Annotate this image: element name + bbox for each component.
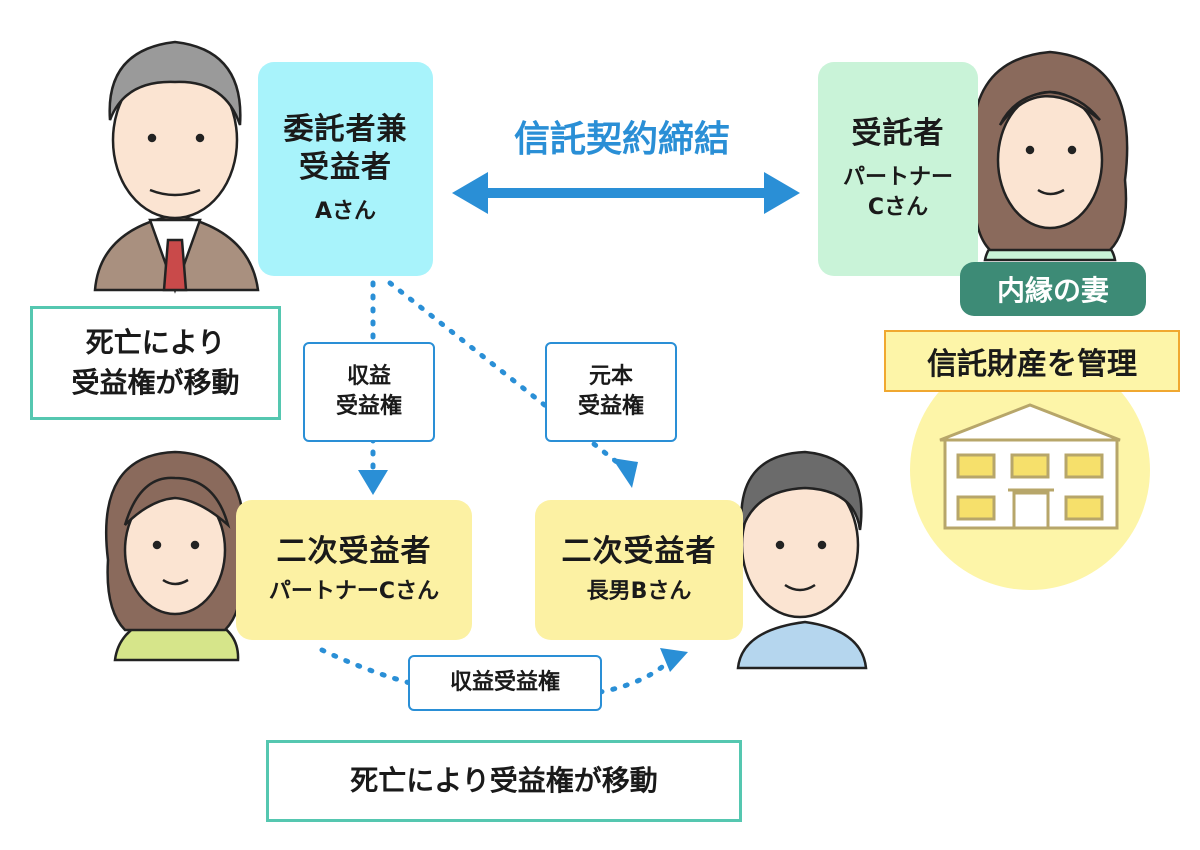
- manage-property-label: 信託財産を管理: [884, 330, 1180, 392]
- principal-arrowhead: [612, 458, 638, 488]
- settlor-name: Aさん: [314, 199, 377, 224]
- trustee-role: 受託者: [851, 116, 945, 151]
- income-arrowhead: [358, 470, 388, 495]
- bottom-flow-line: [319, 647, 673, 702]
- trustee-name-line2: Cさん: [867, 195, 929, 220]
- secondary-right-name: 長男Bさん: [586, 579, 692, 604]
- transfer-note-left-line2: 受益権が移動: [71, 366, 240, 399]
- principal-right-tag-line2: 受益権: [577, 394, 644, 419]
- secondary-beneficiary-right-box: 二次受益者 長男Bさん: [535, 500, 743, 640]
- secondary-beneficiary-left-box: 二次受益者 パートナーCさん: [236, 500, 472, 640]
- income-right-tag-line2: 受益権: [335, 394, 402, 419]
- trustee-box: 受託者 パートナー Cさん: [818, 62, 978, 276]
- transfer-note-bottom: 死亡により受益権が移動: [266, 740, 742, 822]
- principal-flow-line: [387, 280, 621, 466]
- contract-arrow: [452, 172, 800, 214]
- income-right-bottom-tag: 収益受益権: [408, 655, 602, 711]
- settlor-role-line1: 委託者兼: [283, 112, 408, 147]
- partner-avatar: [104, 450, 246, 662]
- transfer-note-left: 死亡により 受益権が移動: [30, 306, 281, 420]
- common-law-wife-badge: 内縁の妻: [960, 262, 1146, 316]
- bottom-arrowhead: [660, 648, 688, 672]
- secondary-left-role: 二次受益者: [276, 534, 432, 569]
- income-right-tag: 収益 受益権: [303, 342, 435, 442]
- principal-right-tag-line1: 元本: [588, 364, 633, 389]
- secondary-left-name: パートナーCさん: [268, 579, 440, 604]
- contract-label: 信託契約締結: [513, 119, 730, 160]
- trustee-name-line1: パートナー: [842, 165, 953, 190]
- principal-right-tag: 元本 受益権: [545, 342, 677, 442]
- house-icon: [939, 403, 1121, 530]
- settlor-role-line2: 受益者: [299, 150, 392, 185]
- son-avatar: [736, 450, 868, 670]
- settlor-avatar: [93, 40, 260, 294]
- trustee-avatar: [971, 50, 1129, 262]
- transfer-note-left-line1: 死亡により: [85, 326, 226, 359]
- secondary-right-role: 二次受益者: [561, 534, 717, 569]
- settlor-box: 委託者兼 受益者 Aさん: [258, 62, 433, 276]
- income-right-tag-line1: 収益: [346, 364, 391, 389]
